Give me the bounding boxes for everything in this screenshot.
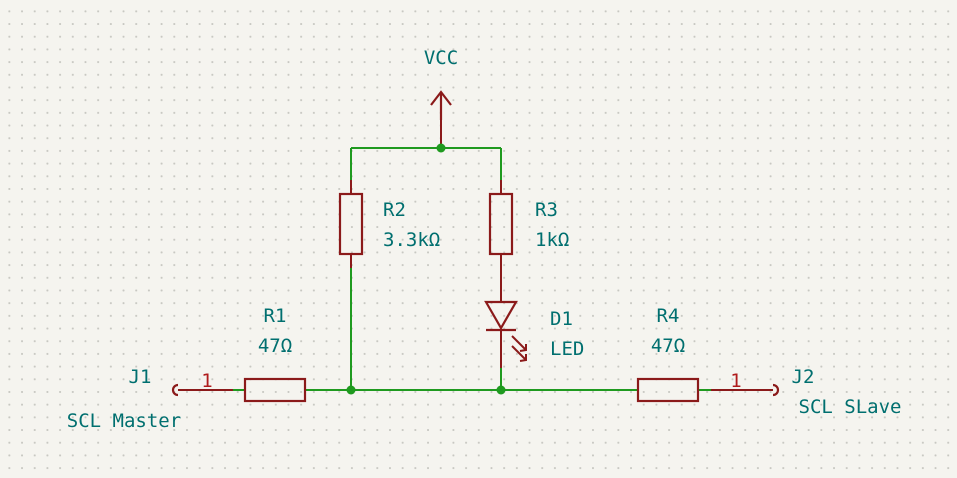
r1-body (243, 377, 307, 403)
led-d1[interactable]: D1 LED (484, 294, 584, 368)
r2-value: 3.3kΩ (383, 229, 440, 251)
vcc-label: VCC (424, 47, 458, 69)
j1-pin-number: 1 (201, 370, 212, 392)
j1-net-name: SCL Master (67, 410, 181, 432)
led-triangle-icon (484, 300, 518, 331)
resistor-r2[interactable]: R2 3.3kΩ (338, 180, 440, 268)
connector-j1[interactable]: 1 J1 SCL Master (67, 366, 233, 432)
j2-ref: J2 (792, 366, 815, 388)
r3-body (488, 192, 514, 256)
resistor-r3[interactable]: R3 1kΩ (488, 180, 569, 294)
r3-ref: R3 (535, 199, 558, 221)
junction-r2 (346, 385, 356, 395)
d1-ref: D1 (550, 308, 573, 330)
r2-ref: R2 (383, 199, 406, 221)
resistor-r1[interactable]: R1 47Ω (243, 305, 307, 403)
wires (233, 147, 711, 391)
j1-ref: J1 (129, 366, 152, 388)
vcc-power-symbol[interactable]: VCC (424, 47, 458, 148)
j2-pin-number: 1 (730, 370, 741, 392)
r4-ref: R4 (657, 305, 680, 327)
connector-j2[interactable]: 1 J2 SCL SLave (711, 366, 901, 418)
d1-value: LED (550, 338, 584, 360)
r1-value: 47Ω (258, 335, 292, 357)
j2-terminal-icon (772, 383, 780, 397)
r3-value: 1kΩ (535, 229, 569, 251)
resistor-r4[interactable]: R4 47Ω (636, 305, 700, 403)
j2-net-name: SCL SLave (799, 396, 902, 418)
light-emission-icon (511, 335, 527, 362)
r4-body (636, 377, 700, 403)
r2-body (338, 192, 364, 256)
r4-value: 47Ω (651, 335, 685, 357)
j1-terminal-icon (171, 383, 179, 397)
junction-led (496, 385, 506, 395)
r1-ref: R1 (264, 305, 287, 327)
junction-vcc (436, 143, 446, 153)
power-arrow-icon (430, 90, 452, 120)
